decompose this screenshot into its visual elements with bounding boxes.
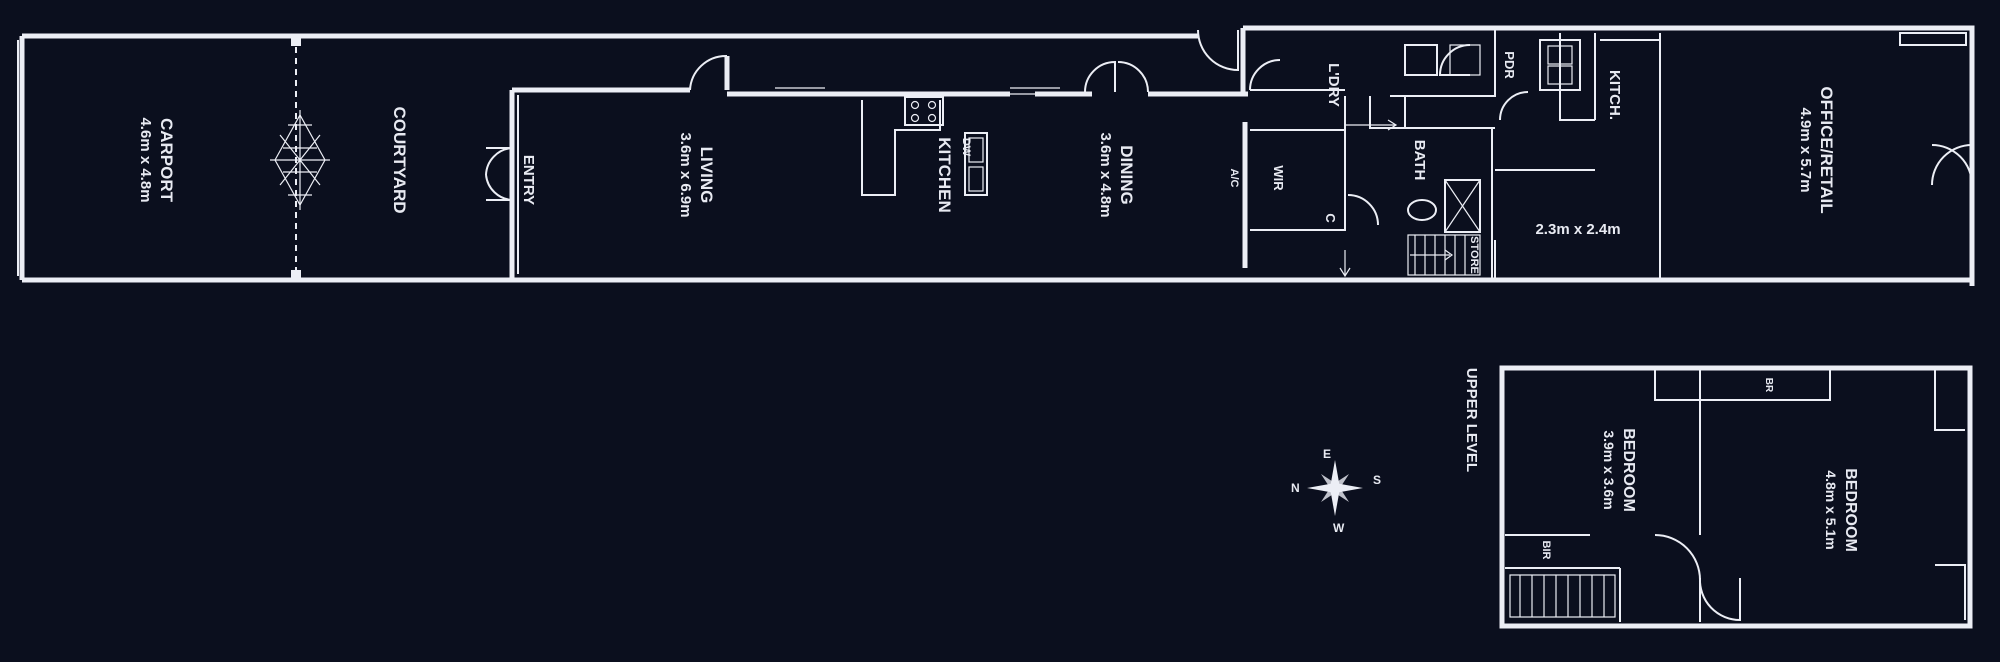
north-wall: [512, 56, 1248, 97]
bath-toilet-icon: [1407, 199, 1437, 221]
entry-label: ENTRY: [520, 155, 537, 205]
upper-floor: UPPER LEVEL BIR BR BEDROOM 3.9m x 3.6m B…: [1463, 365, 1973, 629]
basin-icon: [1449, 44, 1481, 76]
arrow-icon: [1345, 119, 1398, 131]
dining-label: DINING: [1117, 145, 1136, 205]
office-size: 4.9m x 5.7m: [1797, 107, 1814, 192]
living-door-icon: [689, 54, 727, 91]
kitchen-island: [861, 100, 941, 196]
arrow-icon: [1339, 250, 1351, 278]
pdr-label: PDR: [1502, 51, 1517, 79]
bedroom1-label: BEDROOM: [1620, 428, 1637, 512]
carport-label: CARPORT: [157, 118, 176, 203]
bir-label: BIR: [1540, 541, 1552, 560]
office-door-icon: [1931, 144, 1973, 186]
store-label: STORE: [1468, 236, 1480, 274]
bedroom-door-icon: [1654, 534, 1741, 622]
tree-icon: [270, 110, 330, 210]
window-icon: [775, 87, 1060, 95]
ldry-door-icon: [1249, 59, 1281, 91]
kitchen-label: KITCHEN: [935, 137, 954, 213]
kitch-door-icon: [1499, 91, 1529, 121]
ground-floor: CARPORT 4.6m x 4.8m COURTYARD ENTRY LIVI…: [17, 25, 1975, 286]
kitch-label: KITCH.: [1606, 70, 1623, 120]
compass-rose-icon: S N E W: [1291, 447, 1381, 535]
compass-n: N: [1291, 481, 1300, 495]
compass-s: S: [1373, 473, 1381, 487]
compass-w: W: [1333, 521, 1345, 535]
ldry-label: L'DRY: [1325, 63, 1342, 107]
upper-level-label: UPPER LEVEL: [1463, 368, 1480, 472]
cooktop-icon: [904, 96, 944, 126]
upper-partitions: [1505, 370, 1966, 622]
kitch-sink-icon: [1539, 39, 1581, 91]
c-door-icon: [1347, 194, 1379, 226]
ac-label: A/C: [1228, 169, 1240, 188]
upper-outer-wall: [1499, 365, 1973, 629]
office-cabinet: [1899, 32, 1967, 46]
c-label: C: [1323, 213, 1338, 223]
wir-label: WIR: [1271, 165, 1286, 191]
post: [291, 36, 301, 46]
post: [291, 270, 301, 280]
br-label: BR: [1763, 378, 1774, 393]
small-room-size: 2.3m x 2.4m: [1535, 221, 1620, 238]
sink-icon: [964, 132, 988, 196]
toilet-icon: [1404, 44, 1438, 76]
service-partitions: [1250, 28, 1661, 278]
ground-outer-wall: [19, 25, 1975, 286]
bedroom2-label: BEDROOM: [1842, 468, 1859, 552]
upper-stairs-icon: [1509, 574, 1616, 618]
living-label: LIVING: [697, 147, 716, 204]
top-door-icon: [1197, 29, 1239, 72]
entry-door-icon: [485, 147, 513, 201]
courtyard-label: COURTYARD: [390, 106, 409, 213]
dining-size: 3.6m x 4.8m: [1097, 132, 1114, 217]
carport-size: 4.6m x 4.8m: [137, 117, 154, 202]
dw-label: DW: [960, 138, 972, 157]
service-wall: [1240, 28, 1248, 268]
dining-door-icon: [1084, 60, 1149, 93]
bath-label: BATH: [1411, 140, 1428, 181]
compass-e: E: [1323, 447, 1331, 461]
living-size: 3.6m x 6.9m: [677, 132, 694, 217]
bedroom1-size: 3.9m x 3.6m: [1601, 430, 1617, 509]
stairs-icon: [1407, 234, 1481, 276]
shower-icon: [1444, 179, 1481, 233]
office-label: OFFICE/RETAIL: [1817, 86, 1836, 213]
pdr-door-icon: [1438, 44, 1471, 76]
bedroom2-size: 4.8m x 5.1m: [1823, 470, 1839, 549]
